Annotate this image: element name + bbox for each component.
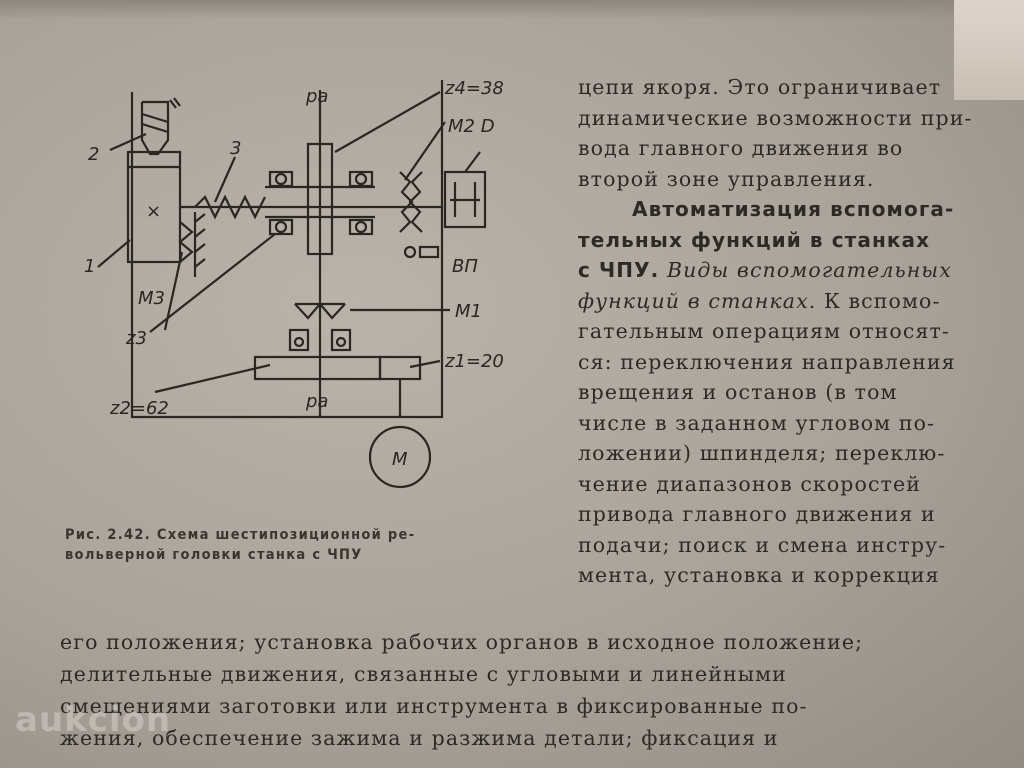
page-top-shadow bbox=[0, 0, 1024, 20]
text-line: ся: переключения направления bbox=[578, 349, 956, 374]
label-2: 2 bbox=[88, 144, 99, 165]
label-z2: z2=62 bbox=[109, 398, 169, 419]
label-x: × bbox=[146, 201, 161, 222]
subheading-start: Виды вспомогательных bbox=[659, 258, 952, 282]
gear-z1 bbox=[378, 355, 422, 381]
section-heading-line: тельных функций в станках bbox=[578, 227, 931, 252]
text-line: мента, установка и коррекция bbox=[578, 563, 940, 587]
label-m3: M3 bbox=[138, 288, 165, 309]
label-1: 1 bbox=[84, 256, 95, 277]
text-line: его положения; установка рабочих органов… bbox=[60, 630, 864, 654]
text-line: гательным операциям относят- bbox=[578, 319, 950, 343]
text-line: вода главного движения во bbox=[578, 136, 904, 160]
text-line: цепи якоря. Это ограничивает bbox=[578, 75, 942, 99]
label-m1: M1 bbox=[455, 301, 482, 322]
mixed-line-2: функций в станках. К вспомо- bbox=[578, 286, 1024, 317]
text-line: ложении) шпинделя; переклю- bbox=[578, 441, 946, 465]
text-line: жения, обеспечение зажима и разжима дета… bbox=[60, 726, 779, 750]
motor-circle bbox=[368, 425, 432, 489]
text-line: смещениями заготовки или инструмента в ф… bbox=[60, 694, 808, 718]
subheading-end: функций в станках. bbox=[578, 288, 817, 313]
label-m2d: M2 D bbox=[448, 116, 495, 137]
caption-line: Рис. 2.42. Схема шестипозиционной ре- bbox=[65, 527, 416, 543]
caption-line: вольверной головки станка с ЧПУ bbox=[65, 547, 363, 563]
label-motor: M bbox=[392, 449, 408, 470]
spindle-sleeve bbox=[306, 142, 334, 256]
section-heading-line: Автоматизация вспомога- bbox=[632, 197, 955, 221]
figure-caption: Рис. 2.42. Схема шестипозиционной ре- во… bbox=[65, 525, 535, 565]
right-column-text: цепи якоря. Это ограничивает динамически… bbox=[578, 72, 1024, 591]
gear-z2 bbox=[253, 355, 382, 381]
watermark-logo: aukcion bbox=[15, 700, 172, 740]
label-z1: z1=20 bbox=[444, 351, 504, 372]
worm bbox=[194, 194, 266, 220]
text-line: врещения и останов (в том bbox=[578, 380, 898, 404]
label-z4: z4=38 bbox=[444, 78, 504, 99]
full-width-text: его положения; установка рабочих органов… bbox=[60, 626, 1024, 754]
label-3: 3 bbox=[230, 138, 241, 159]
text-line: чение диапазонов скоростей bbox=[578, 471, 921, 496]
turret-head-diagram: z4=38 M2 D 2 3 1 × M3 z3 ВП M1 z1=20 z2=… bbox=[70, 72, 570, 502]
label-pa-top: pa bbox=[305, 86, 328, 107]
heading-end: с ЧПУ. bbox=[578, 258, 660, 282]
text-line: привода главного движения и bbox=[578, 502, 936, 526]
label-pa-bottom: pa bbox=[305, 391, 328, 412]
page-corner bbox=[954, 0, 1024, 100]
frame-line bbox=[130, 80, 444, 419]
body-start: К вспомо- bbox=[816, 288, 941, 313]
label-vp: ВП bbox=[452, 256, 478, 277]
label-z3: z3 bbox=[125, 328, 147, 349]
text-line: делительные движения, связанные с угловы… bbox=[60, 662, 787, 686]
text-line: числе в заданном угловом по- bbox=[578, 410, 936, 435]
mixed-line: с ЧПУ. Виды вспомогательных bbox=[578, 255, 1024, 286]
text-line: подачи; поиск и смена инстру- bbox=[578, 532, 947, 557]
kinematic-scheme: z4=38 M2 D 2 3 1 × M3 z3 ВП M1 z1=20 z2=… bbox=[84, 78, 504, 489]
tool-shape bbox=[140, 100, 170, 156]
text-line: второй зоне управления. bbox=[578, 166, 875, 191]
text-line: динамические возможности при- bbox=[578, 105, 973, 130]
